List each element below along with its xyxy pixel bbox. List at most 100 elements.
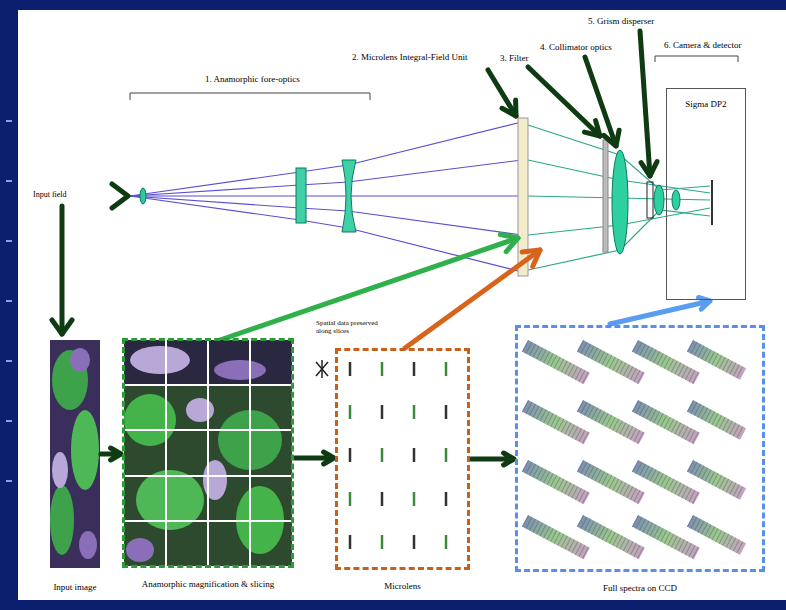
sliced-image xyxy=(249,340,251,566)
microlens-slices xyxy=(349,492,352,506)
sliced-image xyxy=(124,394,176,446)
flow-arrow xyxy=(101,448,121,460)
optical-elements xyxy=(342,160,356,232)
colored-arrows xyxy=(220,238,518,340)
pointer-arrows xyxy=(488,70,516,116)
microlens-box: Microlens xyxy=(335,348,470,570)
microlens-slices xyxy=(381,362,384,376)
microlens-slices xyxy=(445,448,448,462)
sliced-image xyxy=(124,520,292,522)
input-image xyxy=(79,531,97,559)
microlens-slices xyxy=(445,405,448,419)
slicing-box: Anamorphic magnification & slicing xyxy=(122,338,294,568)
spectra-strips xyxy=(522,340,746,559)
pointer-arrows xyxy=(60,206,65,334)
box-caption: Microlens xyxy=(384,581,421,591)
slide-background xyxy=(6,420,12,422)
input-image xyxy=(71,410,99,490)
fore-optics-rays xyxy=(130,196,522,235)
microlens-slices xyxy=(349,535,352,549)
spectra-strips xyxy=(687,340,746,380)
pointer-arrows xyxy=(528,67,600,136)
slide-background xyxy=(6,480,12,482)
sliced-image xyxy=(214,360,266,380)
slice-mark xyxy=(316,360,328,378)
microlens-slices xyxy=(349,448,352,462)
sliced-image xyxy=(203,460,227,500)
pointer-arrows xyxy=(604,130,619,146)
input-image-box: Input image xyxy=(50,340,100,568)
fore-optics-rays xyxy=(130,122,522,272)
spectra-strips xyxy=(687,400,746,440)
colored-arrows xyxy=(500,235,518,252)
microlens-slices xyxy=(445,362,448,376)
pointer-arrows xyxy=(52,31,657,334)
sliced-image xyxy=(124,340,292,566)
sliced-image xyxy=(124,429,292,431)
optical-elements xyxy=(672,190,680,210)
spectrograph-rays xyxy=(528,125,710,270)
microlens-slices xyxy=(413,405,416,419)
slide-background xyxy=(6,180,12,182)
spectra-box: Full spectra on CCD xyxy=(515,325,765,572)
spectra-strips xyxy=(687,515,746,555)
pointer-arrows xyxy=(52,320,72,334)
microlens-slices xyxy=(381,492,384,506)
flow-arrow xyxy=(471,453,514,465)
box-caption: Full spectra on CCD xyxy=(603,583,677,593)
colored-arrows xyxy=(522,250,540,267)
microlens-slices xyxy=(413,535,416,549)
slice-mark xyxy=(321,360,323,378)
pointer-arrows xyxy=(112,184,128,208)
microlens-slices xyxy=(381,535,384,549)
spectra-strips xyxy=(687,460,746,500)
box-text: Sigma DP2 xyxy=(667,89,745,109)
optical-elements xyxy=(603,140,608,252)
slide-background xyxy=(6,120,12,122)
sliced-image xyxy=(130,346,190,374)
part-label: 4. Collimator optics xyxy=(540,42,612,52)
input-image xyxy=(50,340,100,568)
spectra-strips xyxy=(687,515,746,555)
microlens-slices xyxy=(413,448,416,462)
slide-background xyxy=(6,360,12,362)
box-caption: Input image xyxy=(53,582,96,592)
spectra-strips xyxy=(687,460,746,500)
flow-arrow xyxy=(295,452,334,464)
colored-arrows xyxy=(405,250,540,348)
pointer-arrows xyxy=(641,162,657,176)
box-caption: Anamorphic magnification & slicing xyxy=(142,579,275,589)
slide-background xyxy=(6,300,12,302)
input-image xyxy=(50,340,100,568)
flow-arrow xyxy=(610,297,710,324)
sliced-image xyxy=(186,398,214,422)
sliced-image xyxy=(124,340,292,566)
optical-elements xyxy=(711,180,713,225)
optical-elements xyxy=(612,150,628,254)
pointer-arrows xyxy=(502,100,516,116)
part-label: 1. Anamorphic fore-optics xyxy=(205,74,300,84)
slide-background xyxy=(18,10,786,600)
part-label: 6. Camera & detector xyxy=(664,40,741,50)
spectra-strips xyxy=(687,400,746,440)
slide-background xyxy=(6,240,12,242)
spectra-strips xyxy=(687,340,746,380)
spectra-strips xyxy=(687,400,746,440)
colored-arrows xyxy=(220,235,540,349)
sliced-image xyxy=(124,340,292,566)
microlens-slices xyxy=(349,405,352,419)
microlens-slices xyxy=(350,362,446,549)
sliced-image xyxy=(124,475,292,477)
sliced-image xyxy=(126,538,154,562)
fore-optics-rays xyxy=(130,195,522,196)
optical-elements xyxy=(654,185,664,215)
microlens-slices xyxy=(349,362,352,376)
input-label: Input field xyxy=(33,190,67,199)
spectra-strips xyxy=(687,460,746,500)
microlens-slices xyxy=(445,492,448,506)
part-label: 3. Filter xyxy=(500,53,529,63)
